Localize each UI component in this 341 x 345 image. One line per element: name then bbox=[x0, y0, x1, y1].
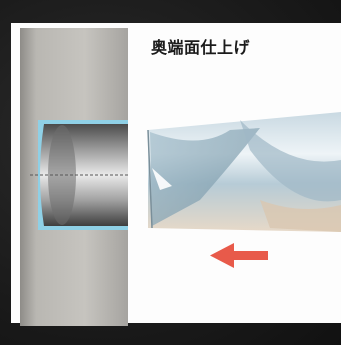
end-mill-tool bbox=[147, 112, 341, 232]
workpiece-block bbox=[20, 28, 128, 326]
caption-label: 奥端面仕上げ bbox=[151, 38, 251, 57]
feed-direction-arrow-icon bbox=[210, 243, 268, 268]
